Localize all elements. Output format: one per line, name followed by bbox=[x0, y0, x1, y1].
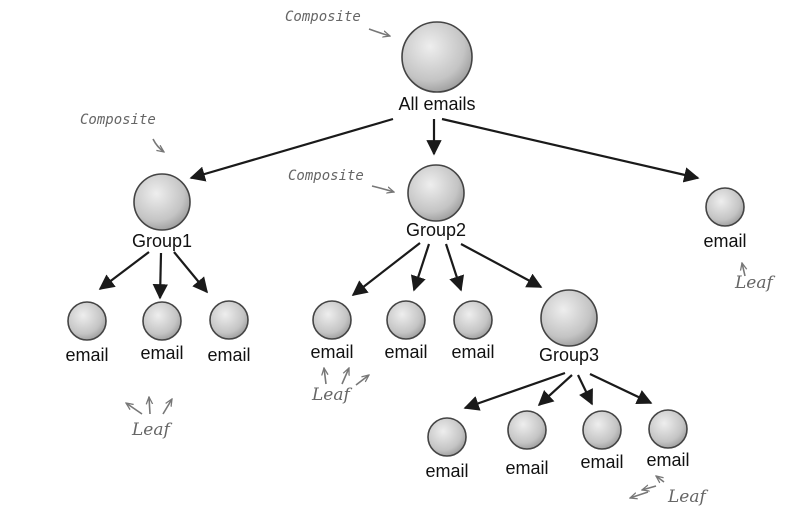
node-label: Group3 bbox=[539, 345, 599, 365]
composite-annotation-group2: Composite bbox=[288, 168, 364, 184]
node-label: email bbox=[140, 343, 183, 363]
edges-layer bbox=[98, 117, 700, 411]
node-label: email bbox=[703, 231, 746, 251]
leaf-annotation-group2: Leaf bbox=[311, 385, 352, 405]
node-e_top: email bbox=[703, 187, 747, 251]
pointer-arrow bbox=[742, 263, 745, 277]
node-label: Group2 bbox=[406, 220, 466, 240]
node-label: email bbox=[646, 450, 689, 470]
composite-annotation-group1: Composite bbox=[80, 112, 156, 128]
node-g2e3: email bbox=[451, 300, 495, 362]
node-g3e3: email bbox=[580, 410, 624, 472]
composite-node-circle bbox=[133, 173, 191, 231]
annotations-layer: Composite Composite Composite Leaf Leaf … bbox=[80, 9, 775, 507]
leaf-node-circle bbox=[582, 410, 622, 450]
pointer-arrow bbox=[630, 491, 649, 498]
pointer-arrow bbox=[371, 185, 394, 192]
leaf-annotation-top: Leaf bbox=[734, 273, 775, 293]
node-g1e1: email bbox=[65, 301, 109, 365]
leaf-annotation-group3: Leaf bbox=[667, 487, 708, 507]
node-label: Group1 bbox=[132, 231, 192, 251]
node-g2e1: email bbox=[310, 300, 354, 362]
pointer-arrow bbox=[355, 375, 369, 386]
edge-all-to-e_top bbox=[441, 117, 700, 183]
edge-g1-to-g1e3 bbox=[173, 251, 208, 294]
composite-annotation-all: Composite bbox=[285, 9, 361, 25]
composite-node-circle bbox=[401, 21, 473, 93]
edge-g1-to-g1e2 bbox=[152, 252, 169, 300]
leaf-annotation-group1: Leaf bbox=[131, 420, 172, 440]
node-label: email bbox=[207, 345, 250, 365]
node-label: email bbox=[580, 452, 623, 472]
edge-g2-to-g3 bbox=[460, 243, 543, 288]
node-all: All emails bbox=[398, 21, 476, 114]
node-g3e1: email bbox=[425, 417, 469, 481]
edge-g2-to-g2e2 bbox=[410, 243, 431, 292]
edge-all-to-g1 bbox=[189, 117, 394, 182]
pointer-arrow bbox=[642, 486, 657, 490]
pointer-arrow bbox=[368, 28, 390, 36]
pointer-arrow bbox=[126, 403, 143, 415]
node-label: email bbox=[384, 342, 427, 362]
node-label: All emails bbox=[398, 94, 475, 114]
pointer-arrow bbox=[152, 138, 164, 152]
leaf-node-circle bbox=[507, 410, 547, 450]
edge-g3-to-g3e3 bbox=[577, 374, 593, 406]
pointer-arrow bbox=[324, 368, 326, 385]
leaf-node-circle bbox=[142, 301, 182, 341]
leaf-node-circle bbox=[209, 300, 249, 340]
pointer-arrow bbox=[149, 397, 150, 415]
edge-g2-to-g2e3 bbox=[444, 243, 465, 292]
leaf-node-circle bbox=[312, 300, 352, 340]
leaf-node-circle bbox=[427, 417, 467, 457]
pointer-arrow bbox=[162, 399, 172, 415]
leaf-node-circle bbox=[386, 300, 426, 340]
node-g3e2: email bbox=[505, 410, 549, 478]
node-g1: Group1 bbox=[132, 173, 192, 251]
edge-g3-to-g3e1 bbox=[463, 371, 566, 411]
node-g2: Group2 bbox=[406, 164, 466, 240]
node-g2e2: email bbox=[384, 300, 428, 362]
composite-node-circle bbox=[407, 164, 465, 222]
node-g3e4: email bbox=[646, 409, 690, 470]
edge-g3-to-g3e2 bbox=[537, 374, 573, 407]
node-g3: Group3 bbox=[539, 289, 599, 365]
composite-node-circle bbox=[540, 289, 598, 347]
node-label: email bbox=[505, 458, 548, 478]
pointer-arrow bbox=[656, 476, 665, 482]
leaf-node-circle bbox=[648, 409, 688, 449]
edge-g3-to-g3e4 bbox=[589, 373, 653, 405]
leaf-node-circle bbox=[67, 301, 107, 341]
node-label: email bbox=[451, 342, 494, 362]
leaf-node-circle bbox=[705, 187, 745, 227]
node-g1e2: email bbox=[140, 301, 184, 363]
node-label: email bbox=[310, 342, 353, 362]
edge-g2-to-g2e1 bbox=[351, 242, 421, 296]
node-label: email bbox=[65, 345, 108, 365]
node-g1e3: email bbox=[207, 300, 251, 365]
pointer-arrow bbox=[341, 368, 350, 385]
edge-g1-to-g1e1 bbox=[98, 251, 150, 290]
leaf-node-circle bbox=[453, 300, 493, 340]
node-label: email bbox=[425, 461, 468, 481]
